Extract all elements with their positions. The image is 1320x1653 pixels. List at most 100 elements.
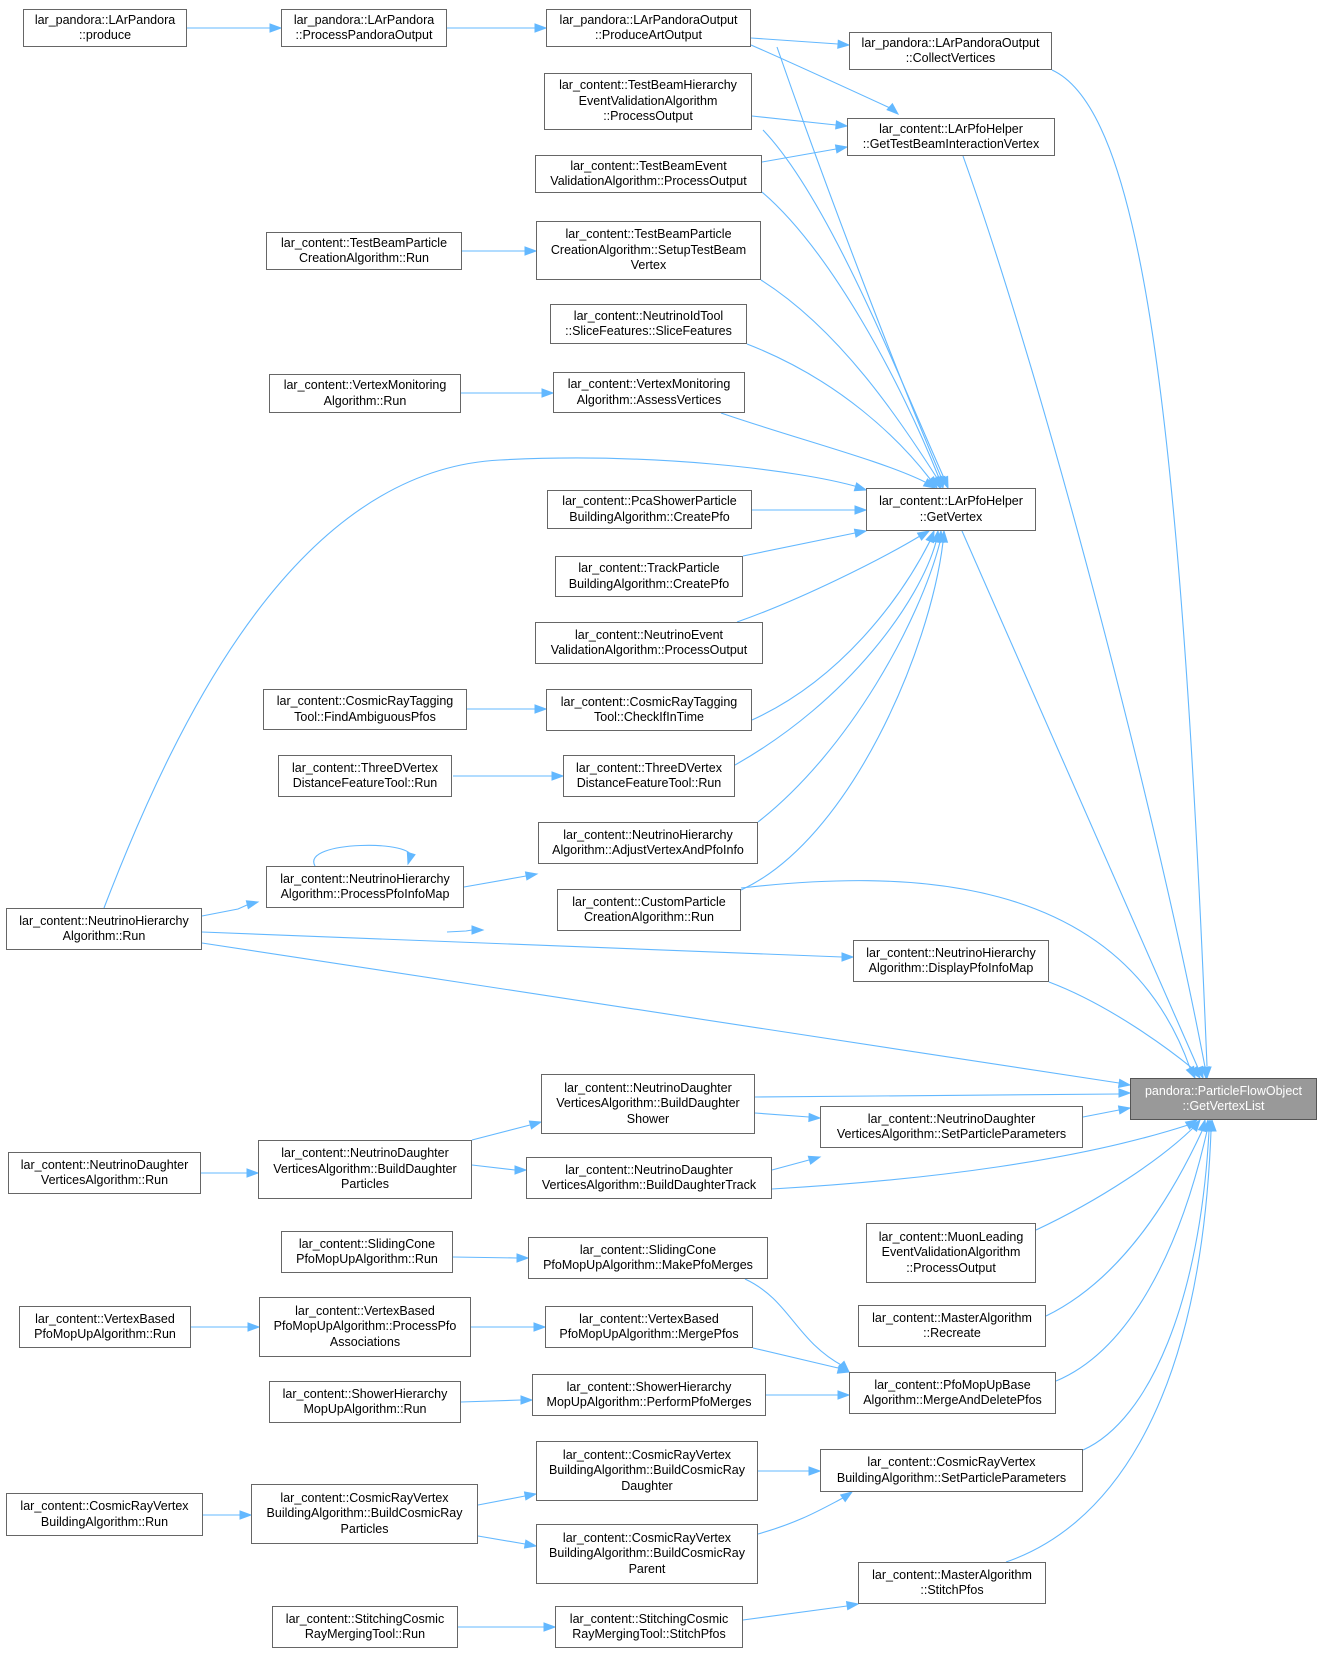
call-edge <box>757 1497 844 1535</box>
call-edge <box>1055 1130 1208 1382</box>
node-label-line: ::GetTestBeamInteractionVertex <box>862 137 1040 151</box>
node-label-line: lar_content::LArPfoHelper <box>879 494 1023 508</box>
node-label-line: ::ProcessOutput <box>906 1260 996 1275</box>
arrowhead <box>938 529 949 543</box>
arrowhead <box>520 1395 534 1405</box>
node-label-line: lar_content::TestBeamParticle <box>565 227 732 242</box>
node-particle-flow-object-get-vertex-list-root[interactable]: pandora::ParticleFlowObject::GetVertexLi… <box>1130 1078 1317 1120</box>
node-lar-pandora-output-collect-vertices[interactable]: lar_pandora::LArPandoraOutput::CollectVe… <box>849 32 1052 70</box>
arrowhead <box>269 23 283 33</box>
node-label-line: Algorithm::ProcessPfoInfoMap <box>280 887 450 901</box>
arrowhead <box>534 704 548 714</box>
node-label-line: lar_content::MasterAlgorithm <box>872 1567 1032 1582</box>
node-neutrino-id-tool-slice-features[interactable]: lar_content::NeutrinoIdTool::SliceFeatur… <box>550 304 747 344</box>
call-edge <box>752 1347 839 1369</box>
node-lar-pfo-helper-get-test-beam-interaction-vertex[interactable]: lar_content::LArPfoHelper::GetTestBeamIn… <box>847 118 1055 156</box>
arrowhead <box>523 1539 538 1549</box>
arrowhead <box>1117 1105 1132 1115</box>
call-edge <box>313 844 411 867</box>
arrowhead <box>514 1165 528 1175</box>
arrowhead <box>1207 1118 1217 1132</box>
node-label-line: ::GetVertexList <box>1182 1099 1265 1113</box>
arrowhead <box>245 900 260 910</box>
node-label-line: lar_content::StitchingCosmic <box>569 1611 729 1626</box>
node-label-line: lar_content::NeutrinoEvent <box>574 627 723 642</box>
arrowhead <box>1200 1066 1210 1080</box>
arrowhead <box>1117 1078 1132 1088</box>
node-label-line: lar_content::ThreeDVertex <box>292 760 438 775</box>
call-edge <box>446 929 473 933</box>
node-label-line: ValidationAlgorithm::ProcessOutput <box>550 174 747 188</box>
call-edge <box>452 1256 518 1259</box>
node-label-line: PfoMopUpAlgorithm::MakePfoMerges <box>543 1258 753 1272</box>
node-label-line: ::produce <box>78 28 132 42</box>
node-label-line: lar_content::CosmicRayVertex <box>20 1499 189 1513</box>
node-label-line: RayMergingTool::Run <box>304 1627 426 1641</box>
arrowhead <box>1189 1118 1201 1133</box>
node-lar-pandora-process-pandora-output[interactable]: lar_pandora::LArPandora::ProcessPandoraO… <box>281 9 447 47</box>
node-label-line: ::SliceFeatures::SliceFeatures <box>565 324 732 338</box>
call-edge <box>201 942 1120 1084</box>
call-edge <box>1082 1109 1120 1118</box>
call-edge <box>746 343 931 480</box>
node-label-line: Tool::CheckIfInTime <box>594 710 704 724</box>
call-edge <box>477 1535 526 1545</box>
node-label-line: lar_content::TestBeamParticle <box>280 235 448 250</box>
node-master-algorithm-recreate[interactable]: lar_content::MasterAlgorithm::Recreate <box>858 1305 1046 1347</box>
node-label-line: VerticesAlgorithm::SetParticleParameters <box>836 1127 1067 1141</box>
call-edge <box>1051 69 1208 1067</box>
call-edge <box>761 191 940 479</box>
call-edge <box>201 931 843 958</box>
node-label-line: BuildingAlgorithm::BuildCosmicRay <box>549 1463 745 1478</box>
node-label-line: Algorithm::MergeAndDeletePfos <box>863 1393 1042 1407</box>
call-edge <box>751 540 931 721</box>
arrowhead <box>533 1322 547 1332</box>
arrowhead <box>528 1120 543 1130</box>
node-lar-pandora-output-produce-art-output[interactable]: lar_pandora::LArPandoraOutput::ProduceAr… <box>546 9 751 47</box>
node-lar-pfo-helper-get-vertex[interactable]: lar_content::LArPfoHelper::GetVertex <box>866 488 1036 531</box>
node-master-algorithm-stitch-pfos[interactable]: lar_content::MasterAlgorithm::StitchPfos <box>858 1562 1046 1604</box>
node-lar-pandora-produce[interactable]: lar_pandora::LArPandora::produce <box>23 9 187 47</box>
call-edge <box>1082 1130 1210 1451</box>
call-edge <box>771 1124 1189 1190</box>
